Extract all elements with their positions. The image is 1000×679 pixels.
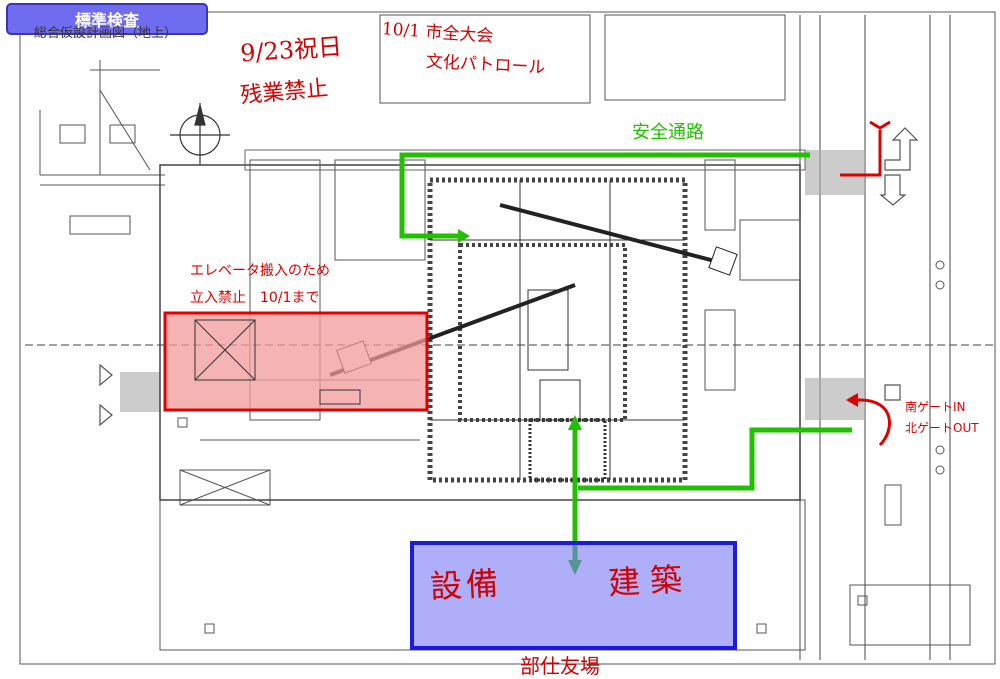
compass-icon	[170, 103, 230, 165]
drawing-frame	[19, 11, 996, 665]
staging-zone	[410, 541, 737, 650]
elevator-note-line2: 立入禁止 10/1まで	[190, 290, 320, 306]
elevator-note-line1: エレベータ搬入のため	[190, 263, 330, 279]
drawing-title: 総合仮設計画図（地上）	[34, 26, 178, 41]
gate-in-label: 南ゲートIN	[905, 400, 966, 414]
holiday-note-line1: 9/23祝日	[239, 32, 343, 68]
kenchiku-label: 建築	[607, 559, 694, 603]
bottom-note: 部仕友場	[520, 654, 600, 678]
marker-squares	[177, 260, 971, 646]
red-arrow-icon	[840, 120, 892, 447]
gate-out-label: 北ゲートOUT	[905, 421, 979, 435]
traffic-arrows	[99, 127, 919, 427]
safety-route-path	[399, 152, 852, 565]
main-building	[427, 177, 688, 483]
gate-hatch	[120, 150, 865, 420]
inspection-badge[interactable]: 標準検査	[6, 3, 208, 35]
setsubi-label: 設備	[429, 564, 504, 606]
safety-route-label: 安全通路	[632, 122, 704, 142]
section-detail	[39, 60, 165, 235]
restricted-zone	[163, 311, 429, 412]
site-boundary	[159, 164, 801, 501]
